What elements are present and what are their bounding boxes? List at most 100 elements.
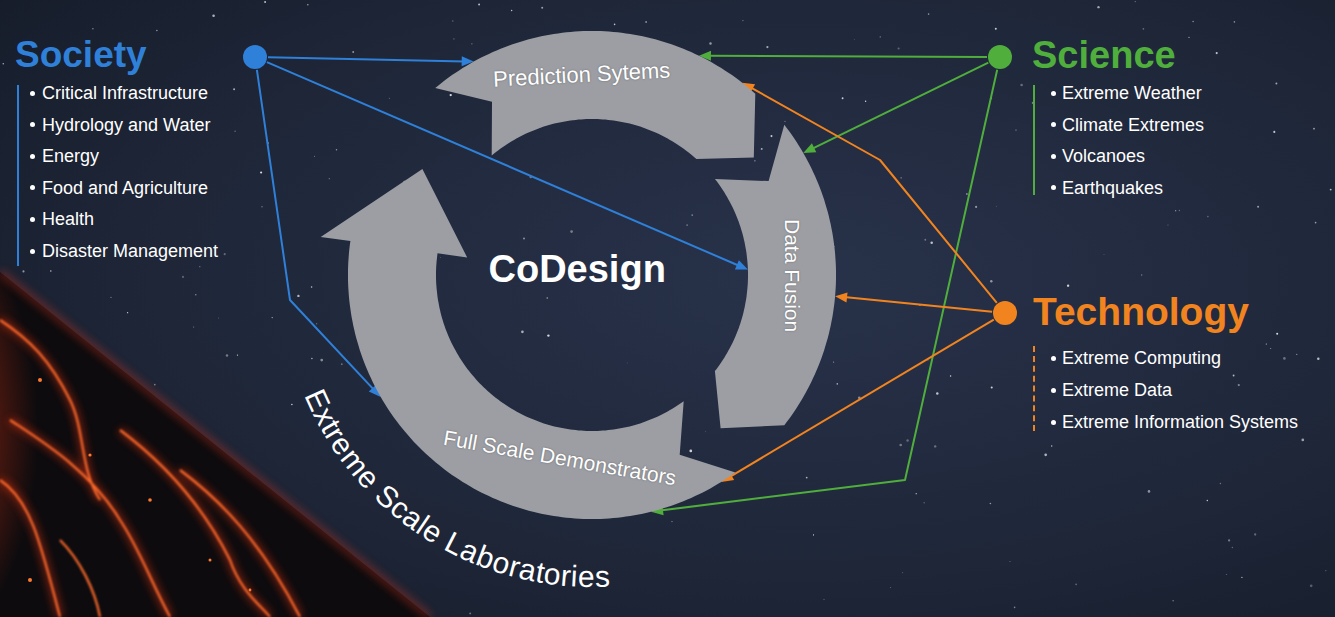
star [1270,348,1271,349]
star [1143,28,1145,30]
star [813,534,814,535]
curved-label: Extreme Scale Laboratories [299,384,611,593]
star [1097,6,1099,8]
star [311,358,312,359]
star [950,375,951,376]
star [523,237,525,239]
star [1014,607,1016,609]
star [1167,224,1169,226]
star [901,177,902,178]
star [761,148,763,150]
star [1233,375,1235,377]
lava-streak [0,480,60,617]
star [1172,600,1173,601]
star [1232,547,1234,549]
arrow-head [835,293,847,303]
list-item: Extreme Information Systems [1062,411,1298,433]
star [890,587,892,589]
lava-streak [60,540,100,617]
star [899,444,902,447]
category-group: SocietyCritical InfrastructureHydrology … [12,30,271,270]
star [898,47,900,49]
star [975,206,977,208]
star [199,266,200,267]
list-item: Volcanoes [1062,145,1145,167]
arc-outline [433,29,758,162]
star [154,384,156,386]
star [916,493,917,494]
star [837,383,839,385]
bullet-dot [30,91,35,96]
star [1310,584,1313,587]
star [1317,358,1320,361]
star [806,477,808,479]
star [3,63,5,65]
star [1067,285,1069,287]
star [1296,354,1297,355]
star [234,131,235,132]
star [1216,52,1218,54]
star [1273,131,1275,133]
star [452,20,453,21]
star [389,98,390,99]
star [471,43,472,44]
star [237,354,238,355]
star [1175,210,1176,211]
lava-streak [180,470,300,617]
star [1315,222,1317,224]
cycle-arrow-segment: Full Scale Demonstrators [318,167,738,521]
center-title: CoDesign [489,248,666,292]
star [995,205,997,207]
lava-speck [88,453,91,456]
list-item: Extreme Computing [1062,347,1221,369]
star [336,149,338,151]
star [1207,500,1208,501]
star [1275,83,1277,85]
star [928,13,930,15]
star [226,354,228,356]
star [766,46,768,48]
star [742,20,743,21]
star [260,171,262,173]
star [352,51,354,53]
bullet-dot [1051,91,1056,96]
star [521,330,524,333]
star [127,312,128,313]
star [1207,216,1209,218]
star [691,214,693,216]
arc-label: Data Fusion [780,218,805,331]
star [1325,570,1327,572]
star [440,257,442,259]
bullet-dot [30,217,35,222]
list-item: Disaster Management [42,240,218,262]
star [212,15,215,18]
star [1283,357,1286,360]
star [686,224,688,226]
star [261,206,262,207]
arrow-head [803,143,816,153]
star [1220,483,1221,484]
star [541,7,543,9]
lava-specks [28,378,251,591]
bullet-dot [1051,356,1056,361]
arc-fill [715,125,836,428]
star [823,598,825,600]
star [311,286,313,288]
star [853,39,855,41]
star [329,178,330,179]
bullet-dot [30,122,35,127]
category-group: ScienceExtreme WeatherClimate ExtremesVo… [988,30,1208,203]
bullet-dot [30,185,35,190]
star [469,612,471,614]
bullet-dot [1051,154,1056,159]
star [1313,128,1315,130]
star [218,317,220,319]
lava-streak [180,470,300,617]
star [224,253,226,255]
star [614,24,616,26]
star [291,404,293,406]
bullet-dot [1051,420,1056,425]
star [1301,439,1304,442]
star [709,42,711,44]
